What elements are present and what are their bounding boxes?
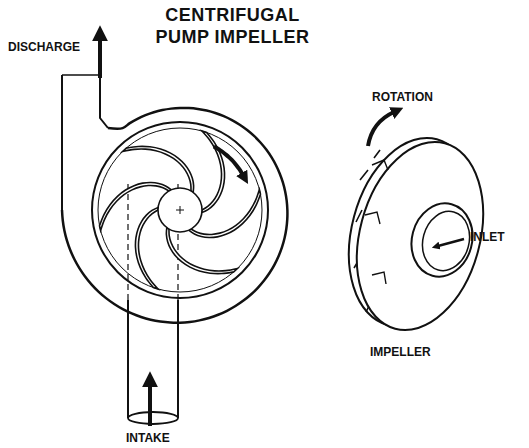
impeller-vane [166, 228, 237, 274]
discharge-wall [61, 75, 63, 210]
part-label: IMPELLER [370, 345, 431, 359]
flow-label: INTAKE [126, 431, 170, 445]
flow-label: DISCHARGE [8, 40, 80, 54]
discharge-mouth [62, 74, 100, 76]
intake-mouth [128, 412, 178, 424]
impeller-hub [158, 188, 202, 232]
motion-label: ROTATION [372, 90, 433, 104]
impeller-vane [123, 146, 194, 192]
rotation-arrow [214, 146, 243, 175]
volute-casing [62, 108, 287, 323]
pump-casing [62, 38, 287, 426]
impeller-vane [202, 131, 225, 213]
discharge-arrow [98, 38, 102, 78]
impeller-rim [98, 128, 262, 292]
shaft-center [176, 206, 184, 214]
diagram-title: CENTRIFUGAL PUMP IMPELLER [150, 4, 315, 48]
impeller-side-view [329, 112, 503, 344]
part-label: INLET [470, 230, 505, 244]
intake-pipe [128, 300, 178, 418]
impeller-vane [135, 207, 158, 289]
impeller-rim [92, 122, 268, 298]
discharge-wall [100, 75, 108, 128]
intake-arrow [148, 384, 152, 426]
